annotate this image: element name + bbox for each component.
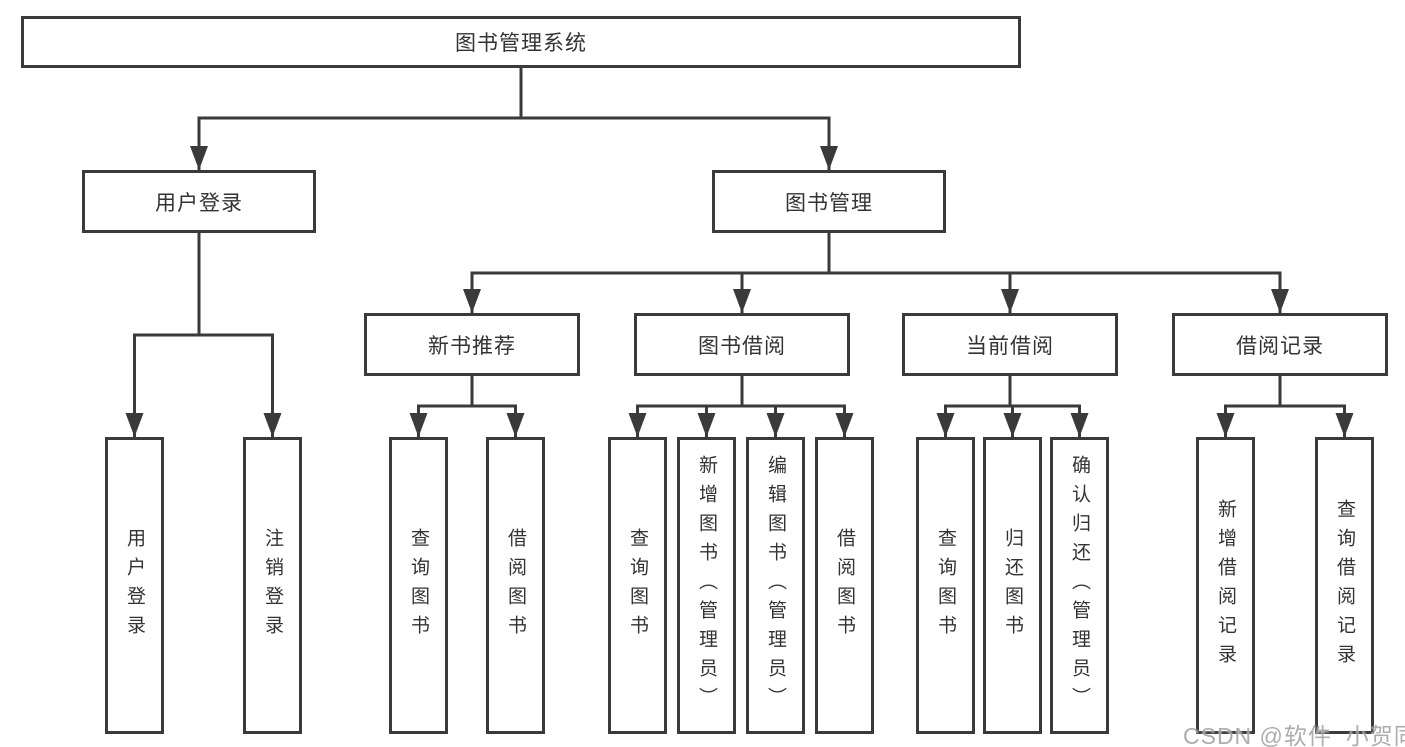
leaf-query-books-current: 查询图书 (916, 437, 975, 734)
leaf-edit-books-admin: 编辑图书（管理员） (746, 437, 805, 734)
node-label: 用户登录 (155, 191, 243, 215)
leaf-add-borrow-record: 新增借阅记录 (1196, 437, 1255, 734)
leaf-label: 注销登录 (262, 527, 283, 644)
node-book-borrow: 图书借阅 (634, 313, 850, 376)
node-book-management: 图书管理 (712, 170, 946, 233)
leaf-label: 新增图书（管理员） (696, 455, 717, 716)
node-label: 当前借阅 (966, 334, 1054, 358)
leaf-query-books-recommend: 查询图书 (389, 437, 448, 734)
node-borrow-records: 借阅记录 (1172, 313, 1388, 376)
leaf-label: 查询图书 (627, 527, 648, 644)
leaf-label: 借阅图书 (834, 527, 855, 644)
leaf-query-borrow-record: 查询借阅记录 (1315, 437, 1374, 734)
leaf-user-login: 用户登录 (105, 437, 164, 734)
leaf-label: 确认归还（管理员） (1069, 455, 1090, 716)
connector-stems (197, 66, 1282, 408)
leaf-borrow-books: 借阅图书 (815, 437, 874, 734)
node-current-borrow: 当前借阅 (902, 313, 1118, 376)
leaf-label: 归还图书 (1002, 527, 1023, 644)
leaf-confirm-return-admin: 确认归还（管理员） (1050, 437, 1109, 734)
leaf-logout: 注销登录 (243, 437, 302, 734)
node-label: 借阅记录 (1236, 334, 1324, 358)
node-label: 图书管理系统 (455, 32, 587, 55)
leaf-return-books: 归还图书 (983, 437, 1042, 734)
node-label: 新书推荐 (428, 334, 516, 358)
csdn-watermark: CSDN @软件_小贺同学 (1183, 723, 1405, 747)
node-user-login: 用户登录 (82, 170, 316, 233)
leaf-label: 查询借阅记录 (1334, 498, 1355, 673)
leaf-add-books-admin: 新增图书（管理员） (677, 437, 736, 734)
leaf-query-books-borrow: 查询图书 (608, 437, 667, 734)
leaf-label: 借阅图书 (505, 527, 526, 644)
leaf-borrow-books-recommend: 借阅图书 (486, 437, 545, 734)
connector-arrows (125, 116, 1354, 439)
leaf-label: 查询图书 (935, 527, 956, 644)
node-label: 图书管理 (785, 191, 873, 215)
node-new-book-recommend: 新书推荐 (364, 313, 580, 376)
leaf-label: 查询图书 (408, 527, 429, 644)
leaf-label: 用户登录 (124, 527, 145, 644)
node-label: 图书借阅 (698, 334, 786, 358)
leaf-label: 新增借阅记录 (1215, 498, 1236, 673)
leaf-label: 编辑图书（管理员） (765, 455, 786, 716)
node-library-management-system: 图书管理系统 (21, 16, 1021, 68)
